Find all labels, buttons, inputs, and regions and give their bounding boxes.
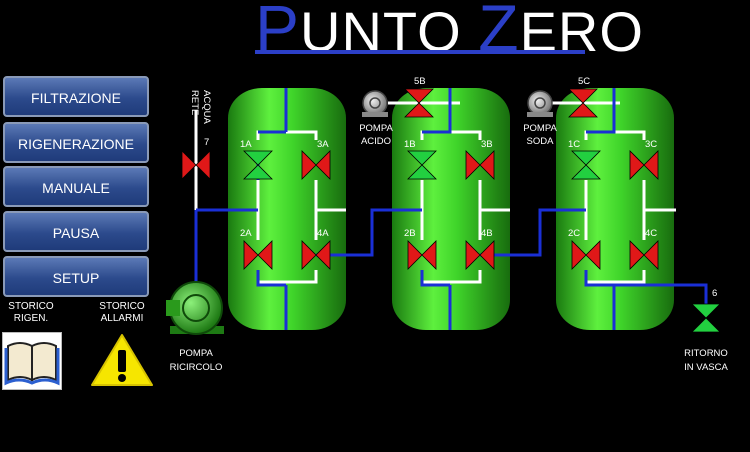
acqua-label-line1: ACQUA bbox=[201, 90, 212, 124]
valve-3a-label: 3A bbox=[317, 139, 329, 150]
valve-3c-icon[interactable] bbox=[629, 150, 659, 180]
pompa-acido-label-line2: ACIDO bbox=[361, 136, 391, 147]
storico-rigen-label-line2: RIGEN. bbox=[13, 313, 49, 324]
logo-underline bbox=[255, 50, 585, 54]
valve-2a-icon[interactable] bbox=[243, 240, 273, 270]
valve-3a-icon[interactable] bbox=[301, 150, 331, 180]
valve-4b-icon[interactable] bbox=[465, 240, 495, 270]
brand-logo: PUNTO ZERO bbox=[255, 0, 643, 62]
valve-1c-icon[interactable] bbox=[571, 150, 601, 180]
warning-icon[interactable] bbox=[90, 332, 154, 388]
valve-5c-label: 5C bbox=[578, 76, 590, 87]
pompa-ricircolo-label-line2: RICIRCOLO bbox=[170, 362, 223, 373]
storico-rigen-label-line1: STORICO bbox=[8, 301, 54, 312]
filtrazione-button[interactable]: FILTRAZIONE bbox=[3, 76, 149, 117]
valve-3c-label: 3C bbox=[645, 139, 657, 150]
valve-4a-label: 4A bbox=[317, 228, 329, 239]
tank-c bbox=[556, 88, 674, 330]
pompa-soda-icon[interactable] bbox=[527, 90, 553, 117]
valve-2b-label: 2B bbox=[404, 228, 416, 239]
valve-2b-icon[interactable] bbox=[407, 240, 437, 270]
valve-4c-icon[interactable] bbox=[629, 240, 659, 270]
pompa-acido-icon[interactable] bbox=[362, 90, 388, 117]
valve-1c-label: 1C bbox=[568, 139, 580, 150]
valve-5b-label: 5B bbox=[414, 76, 426, 87]
manuale-button[interactable]: MANUALE bbox=[3, 166, 149, 207]
valve-4b-label: 4B bbox=[481, 228, 493, 239]
ritorno-label-line1: RITORNO bbox=[684, 348, 728, 359]
valve-2c-label: 2C bbox=[568, 228, 580, 239]
storico-rigen-label: STORICO RIGEN. bbox=[4, 301, 58, 325]
pompa-soda-label-line1: POMPA bbox=[523, 123, 557, 134]
pompa-acido-label-line1: POMPA bbox=[359, 123, 393, 134]
storico-allarmi-label-line1: STORICO bbox=[99, 301, 145, 312]
valve-2c-icon[interactable] bbox=[571, 240, 601, 270]
valve-5c-icon[interactable] bbox=[568, 88, 598, 118]
rigenerazione-button[interactable]: RIGENERAZIONE bbox=[3, 122, 149, 163]
tank-b bbox=[392, 88, 510, 330]
pompa-soda-label-line2: SODA bbox=[527, 136, 555, 147]
valve-4c-label: 4C bbox=[645, 228, 657, 239]
valve-1b-label: 1B bbox=[404, 139, 416, 150]
book-icon[interactable] bbox=[2, 332, 62, 390]
tank-a bbox=[228, 88, 346, 330]
valve-3b-icon[interactable] bbox=[465, 150, 495, 180]
left-menu: FILTRAZIONE RIGENERAZIONE MANUALE PAUSA … bbox=[0, 70, 160, 452]
setup-button[interactable]: SETUP bbox=[3, 256, 149, 297]
ritorno-label-line2: IN VASCA bbox=[684, 362, 728, 373]
storico-allarmi-label: STORICO ALLARMI bbox=[92, 301, 152, 325]
valve-4a-icon[interactable] bbox=[301, 240, 331, 270]
rete-label-line2: RETE bbox=[189, 90, 200, 115]
pompa-ricircolo-icon[interactable] bbox=[166, 281, 224, 335]
valve-1a-icon[interactable] bbox=[243, 150, 273, 180]
valve-1a-label: 1A bbox=[240, 139, 252, 150]
pausa-button[interactable]: PAUSA bbox=[3, 211, 149, 252]
valves-layer bbox=[181, 88, 721, 333]
valve-7-label: 7 bbox=[204, 137, 209, 148]
valve-7-icon[interactable] bbox=[181, 150, 211, 180]
valve-5b-icon[interactable] bbox=[404, 88, 434, 118]
valve-6-label: 6 bbox=[712, 288, 717, 299]
valve-2a-label: 2A bbox=[240, 228, 252, 239]
valve-1b-icon[interactable] bbox=[407, 150, 437, 180]
pompa-ricircolo-label-line1: POMPA bbox=[179, 348, 213, 359]
storico-allarmi-label-line2: ALLARMI bbox=[100, 313, 144, 324]
valve-6-icon[interactable] bbox=[691, 303, 721, 333]
valve-3b-label: 3B bbox=[481, 139, 493, 150]
